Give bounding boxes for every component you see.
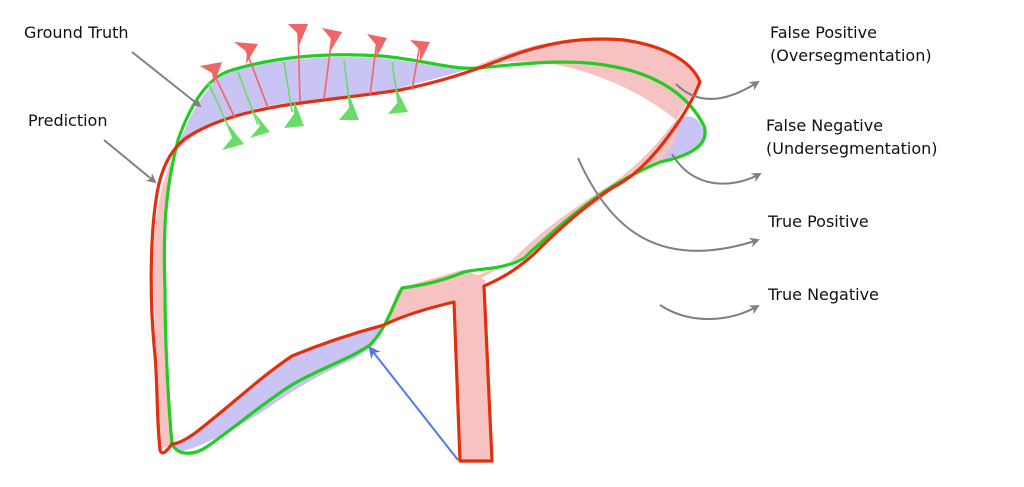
false-negative-region-top <box>176 57 472 153</box>
prediction-contour <box>149 37 702 463</box>
prediction-pointer-arrow <box>103 139 157 184</box>
ground-truth-label: Ground Truth <box>24 23 129 42</box>
true-negative-label: True Negative <box>767 285 879 304</box>
false-negative-pointer-arrow <box>671 153 762 185</box>
false-positive-pointer-arrow <box>675 80 760 100</box>
ground-truth-pointer-arrow <box>131 51 202 108</box>
red-arrowhead <box>322 28 342 52</box>
false-positive-sublabel: (Oversegmentation) <box>770 46 932 65</box>
green-arrowheads <box>222 88 408 150</box>
true-positive-pointer-arrow <box>577 157 760 252</box>
red-arrowhead <box>367 34 387 58</box>
red-arrowheads <box>200 24 430 84</box>
true-negative-pointer-arrow <box>659 304 760 320</box>
false-negative-region-lower <box>172 325 384 452</box>
false-positive-region-stalk <box>384 270 492 461</box>
blue-pointer-arrow <box>368 346 459 461</box>
false-positive-label: False Positive <box>770 23 877 42</box>
false-negative-label: False Negative <box>766 116 883 135</box>
diagram-labels: Ground Truth Prediction False Positive (… <box>24 23 938 304</box>
green-distance-lines <box>207 59 399 136</box>
red-arrowhead <box>288 24 308 48</box>
green-arrowhead <box>388 88 408 114</box>
red-arrowhead <box>200 62 222 84</box>
green-arrowhead <box>284 100 304 128</box>
false-positive-region-upper-right <box>472 38 700 120</box>
green-arrowhead <box>250 112 270 138</box>
true-positive-label: True Positive <box>767 212 869 231</box>
boundary-distance-markers <box>200 24 430 150</box>
false-positive-region-duct <box>400 120 690 294</box>
green-arrowhead <box>222 124 244 150</box>
false-negative-sublabel: (Undersegmentation) <box>766 139 938 158</box>
red-arrowhead <box>410 40 430 62</box>
green-arrowhead <box>339 94 359 120</box>
prediction-label: Prediction <box>28 111 107 130</box>
gray-pointer-arrows <box>103 51 762 320</box>
false-negative-regions <box>172 57 705 452</box>
red-arrowhead <box>234 42 258 64</box>
ground-truth-contour <box>162 53 707 455</box>
